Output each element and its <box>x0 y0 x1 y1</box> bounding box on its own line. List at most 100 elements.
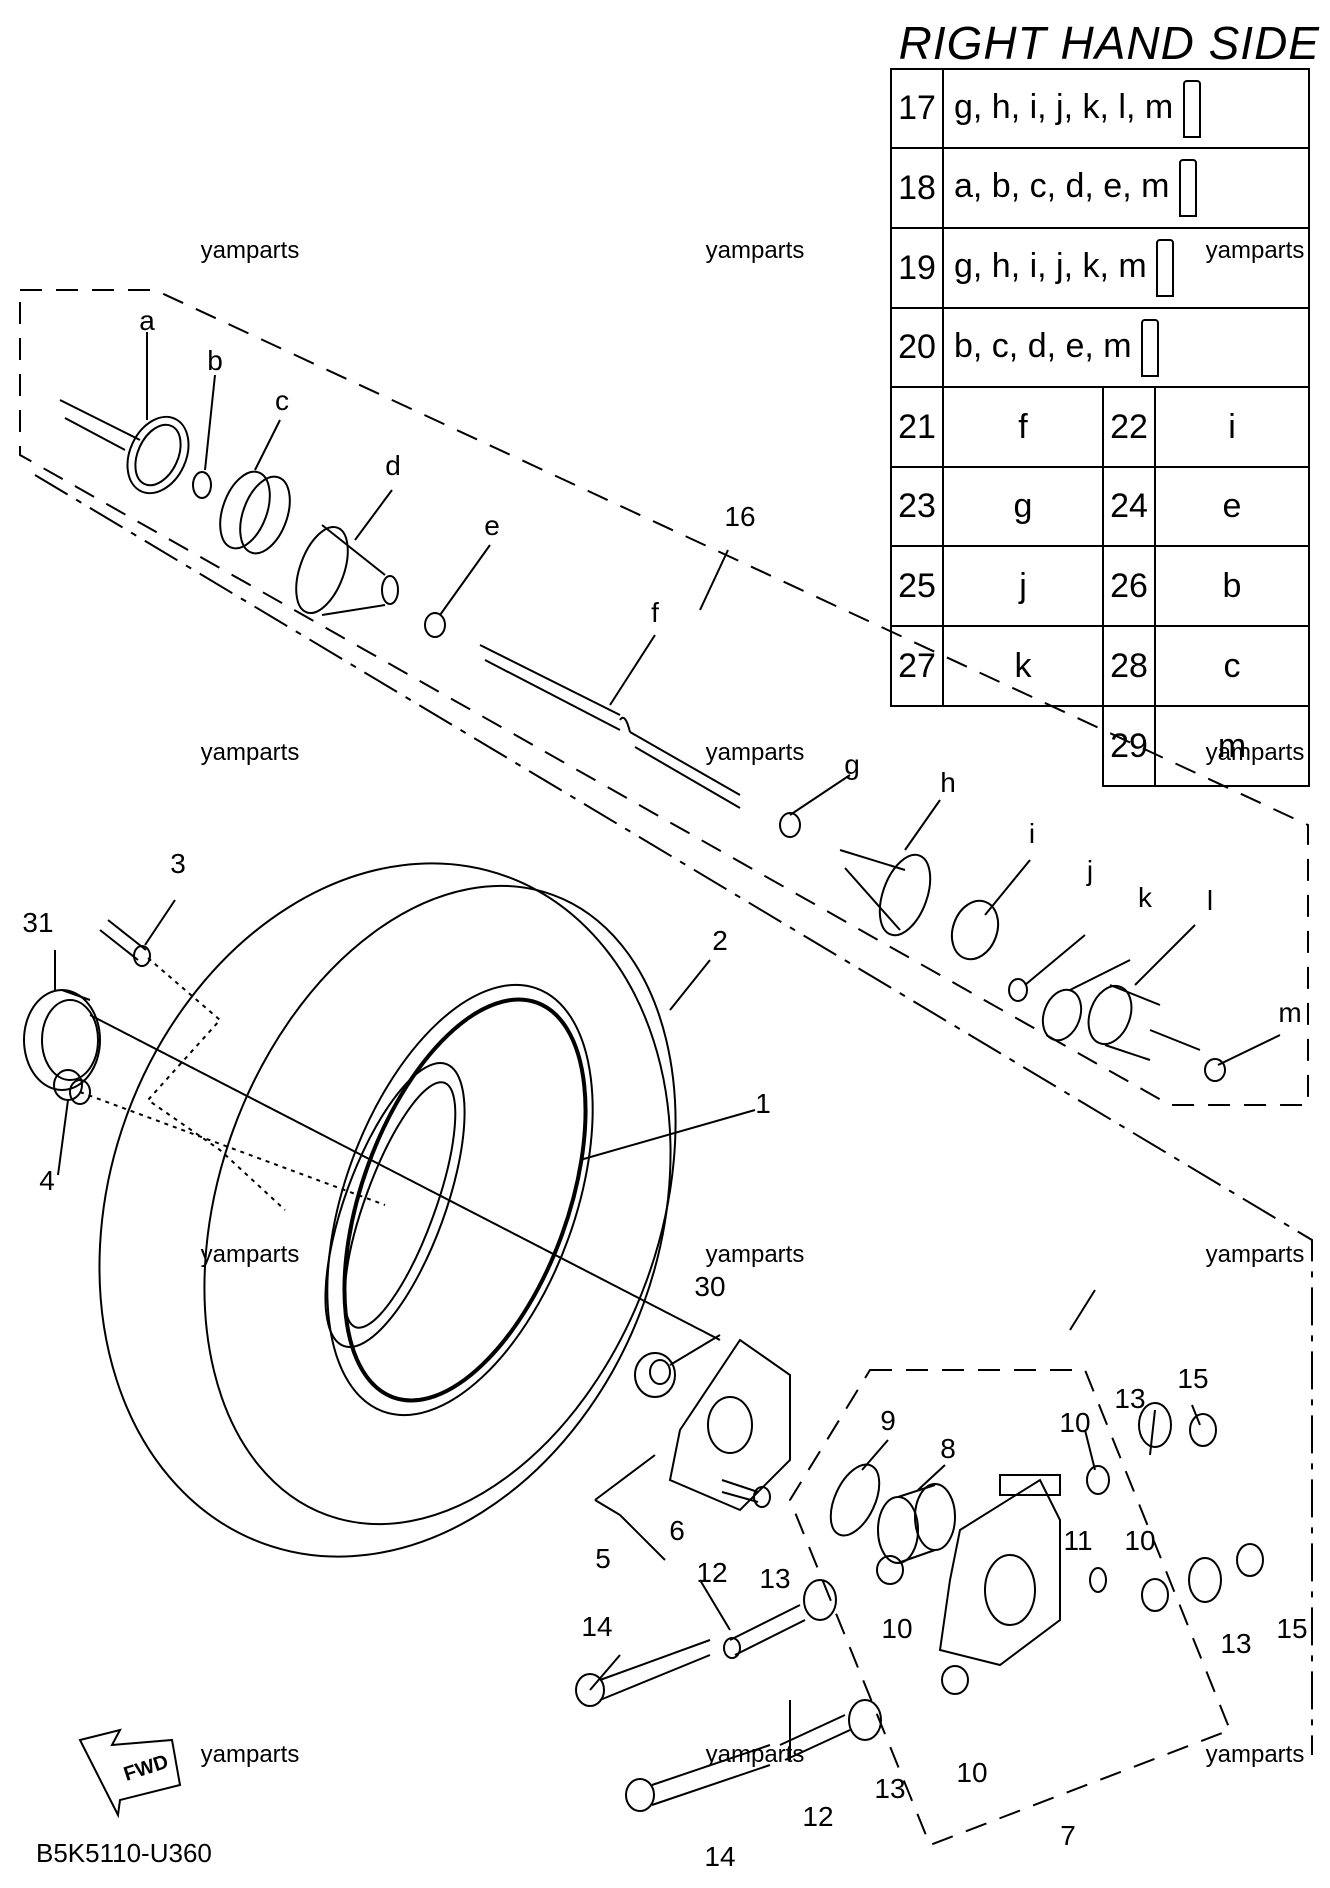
bushing-10 <box>941 1665 969 1695</box>
row-letter: f <box>942 386 1104 468</box>
bushing-10 <box>876 1555 904 1585</box>
callout-11: 11 <box>1063 1525 1092 1556</box>
nut-30 <box>634 1352 676 1398</box>
row-number: 27 <box>890 625 944 707</box>
dotted-link <box>79 1091 386 1206</box>
callout-6: 6 <box>669 1515 685 1546</box>
center-line <box>34 474 1313 1755</box>
row-letter: i <box>1154 386 1310 468</box>
watermark: yamparts <box>201 1241 300 1268</box>
row-letter: e <box>1154 466 1310 547</box>
callout-7: 7 <box>1060 1820 1076 1851</box>
callout-e: e <box>484 510 500 541</box>
callout-15: 15 <box>1177 1363 1208 1394</box>
bushing-10 <box>1141 1578 1169 1612</box>
callout-13: 13 <box>759 1563 790 1594</box>
bolt-14 <box>575 1639 771 1812</box>
callout-12: 12 <box>696 1557 727 1588</box>
row-number: 26 <box>1102 545 1156 627</box>
callout-3: 3 <box>170 848 186 879</box>
row-number: 20 <box>890 307 944 388</box>
row-number: 23 <box>890 466 944 547</box>
callout-30: 30 <box>694 1271 725 1302</box>
callout-2: 2 <box>712 925 728 956</box>
callout-9: 9 <box>880 1405 896 1436</box>
shaft-group-outline <box>19 289 1309 1106</box>
callout-l: l <box>1207 885 1213 916</box>
callout-5: 5 <box>595 1543 611 1574</box>
leader-line <box>1069 1289 1096 1331</box>
fwd-label: FWD <box>121 1751 171 1786</box>
row-number: 18 <box>890 147 944 229</box>
row-number: 25 <box>890 545 944 627</box>
valve-3 <box>99 919 151 967</box>
seal-13 <box>1138 1402 1172 1448</box>
row-letter: c <box>1154 625 1310 707</box>
watermark: yamparts <box>1206 1241 1305 1268</box>
watermark: yamparts <box>706 1741 805 1768</box>
callout-31: 31 <box>22 907 53 938</box>
callout-a: a <box>139 305 155 336</box>
hub-cap-31 <box>23 989 101 1091</box>
callout-k: k <box>1138 882 1153 913</box>
row-parts: a, b, c, d, e, m <box>942 147 1310 229</box>
callout-m: m <box>1278 997 1301 1028</box>
callout-8: 8 <box>940 1433 956 1464</box>
fitting-11 <box>1089 1567 1107 1593</box>
callout-10: 10 <box>1059 1407 1090 1438</box>
callout-4: 4 <box>39 1165 55 1196</box>
watermark: yamparts <box>201 1741 300 1768</box>
table-row: 23 g 24 e <box>890 466 1310 547</box>
knuckle-group-outline <box>788 1369 1232 1847</box>
watermark: yamparts <box>706 237 805 264</box>
bracket-5 <box>594 1454 666 1561</box>
callout-b: b <box>207 345 223 376</box>
grease-tube-icon <box>1178 159 1197 217</box>
band-e <box>424 612 446 638</box>
nut-15 <box>1189 1413 1217 1447</box>
circlip-b <box>192 471 212 499</box>
row-letter: b <box>1154 545 1310 627</box>
dotted-link <box>146 957 286 1211</box>
nut-15 <box>1236 1543 1264 1577</box>
table-row: 21 f 22 i <box>890 386 1310 468</box>
collar-12 <box>723 1604 851 1761</box>
watermark: yamparts <box>1206 1741 1305 1768</box>
callout-13: 13 <box>1114 1383 1145 1414</box>
band-g <box>779 812 801 838</box>
row-letter: j <box>942 545 1104 627</box>
row-letter: m <box>1154 705 1310 787</box>
callout-14: 14 <box>581 1611 612 1642</box>
circlip-9 <box>829 1463 881 1537</box>
grease-table-bottom: 21 f 22 i 23 g 24 e 25 j 26 b 27 k 28 c … <box>890 386 1310 787</box>
table-row: 25 j 26 b <box>890 545 1310 627</box>
bolt-6 <box>721 1479 771 1508</box>
callout-13: 13 <box>1220 1628 1251 1659</box>
band-c <box>219 470 291 555</box>
row-number: 24 <box>1102 466 1156 547</box>
diagram-title: RIGHT HAND SIDE <box>898 17 1320 69</box>
shaft-f <box>479 644 741 809</box>
axle-line <box>89 1014 721 1341</box>
table-row: 19 g, h, i, j, k, m <box>890 227 1310 309</box>
watermark: yamparts <box>201 237 300 264</box>
row-parts: g, h, i, j, k, l, m <box>942 68 1310 149</box>
callout-d: d <box>385 450 401 481</box>
callout-j: j <box>1086 855 1093 886</box>
leader-line <box>146 332 1281 1066</box>
grease-tube-icon <box>1156 239 1175 297</box>
row-number: 21 <box>890 386 944 468</box>
callout-labels: a b c d e 16 f g h i j k l m 3 31 2 1 4 … <box>22 305 1307 1872</box>
callout-13: 13 <box>874 1773 905 1804</box>
callout-10: 10 <box>881 1613 912 1644</box>
row-number: 17 <box>890 68 944 149</box>
table-row: 27 k 28 c <box>890 625 1310 707</box>
row-number: 22 <box>1102 386 1156 468</box>
callout-i: i <box>1029 818 1035 849</box>
table-row: 17 g, h, i, j, k, l, m <box>890 68 1310 149</box>
callout-12: 12 <box>802 1801 833 1832</box>
watermark: yamparts <box>201 739 300 766</box>
boot-d <box>295 524 399 616</box>
